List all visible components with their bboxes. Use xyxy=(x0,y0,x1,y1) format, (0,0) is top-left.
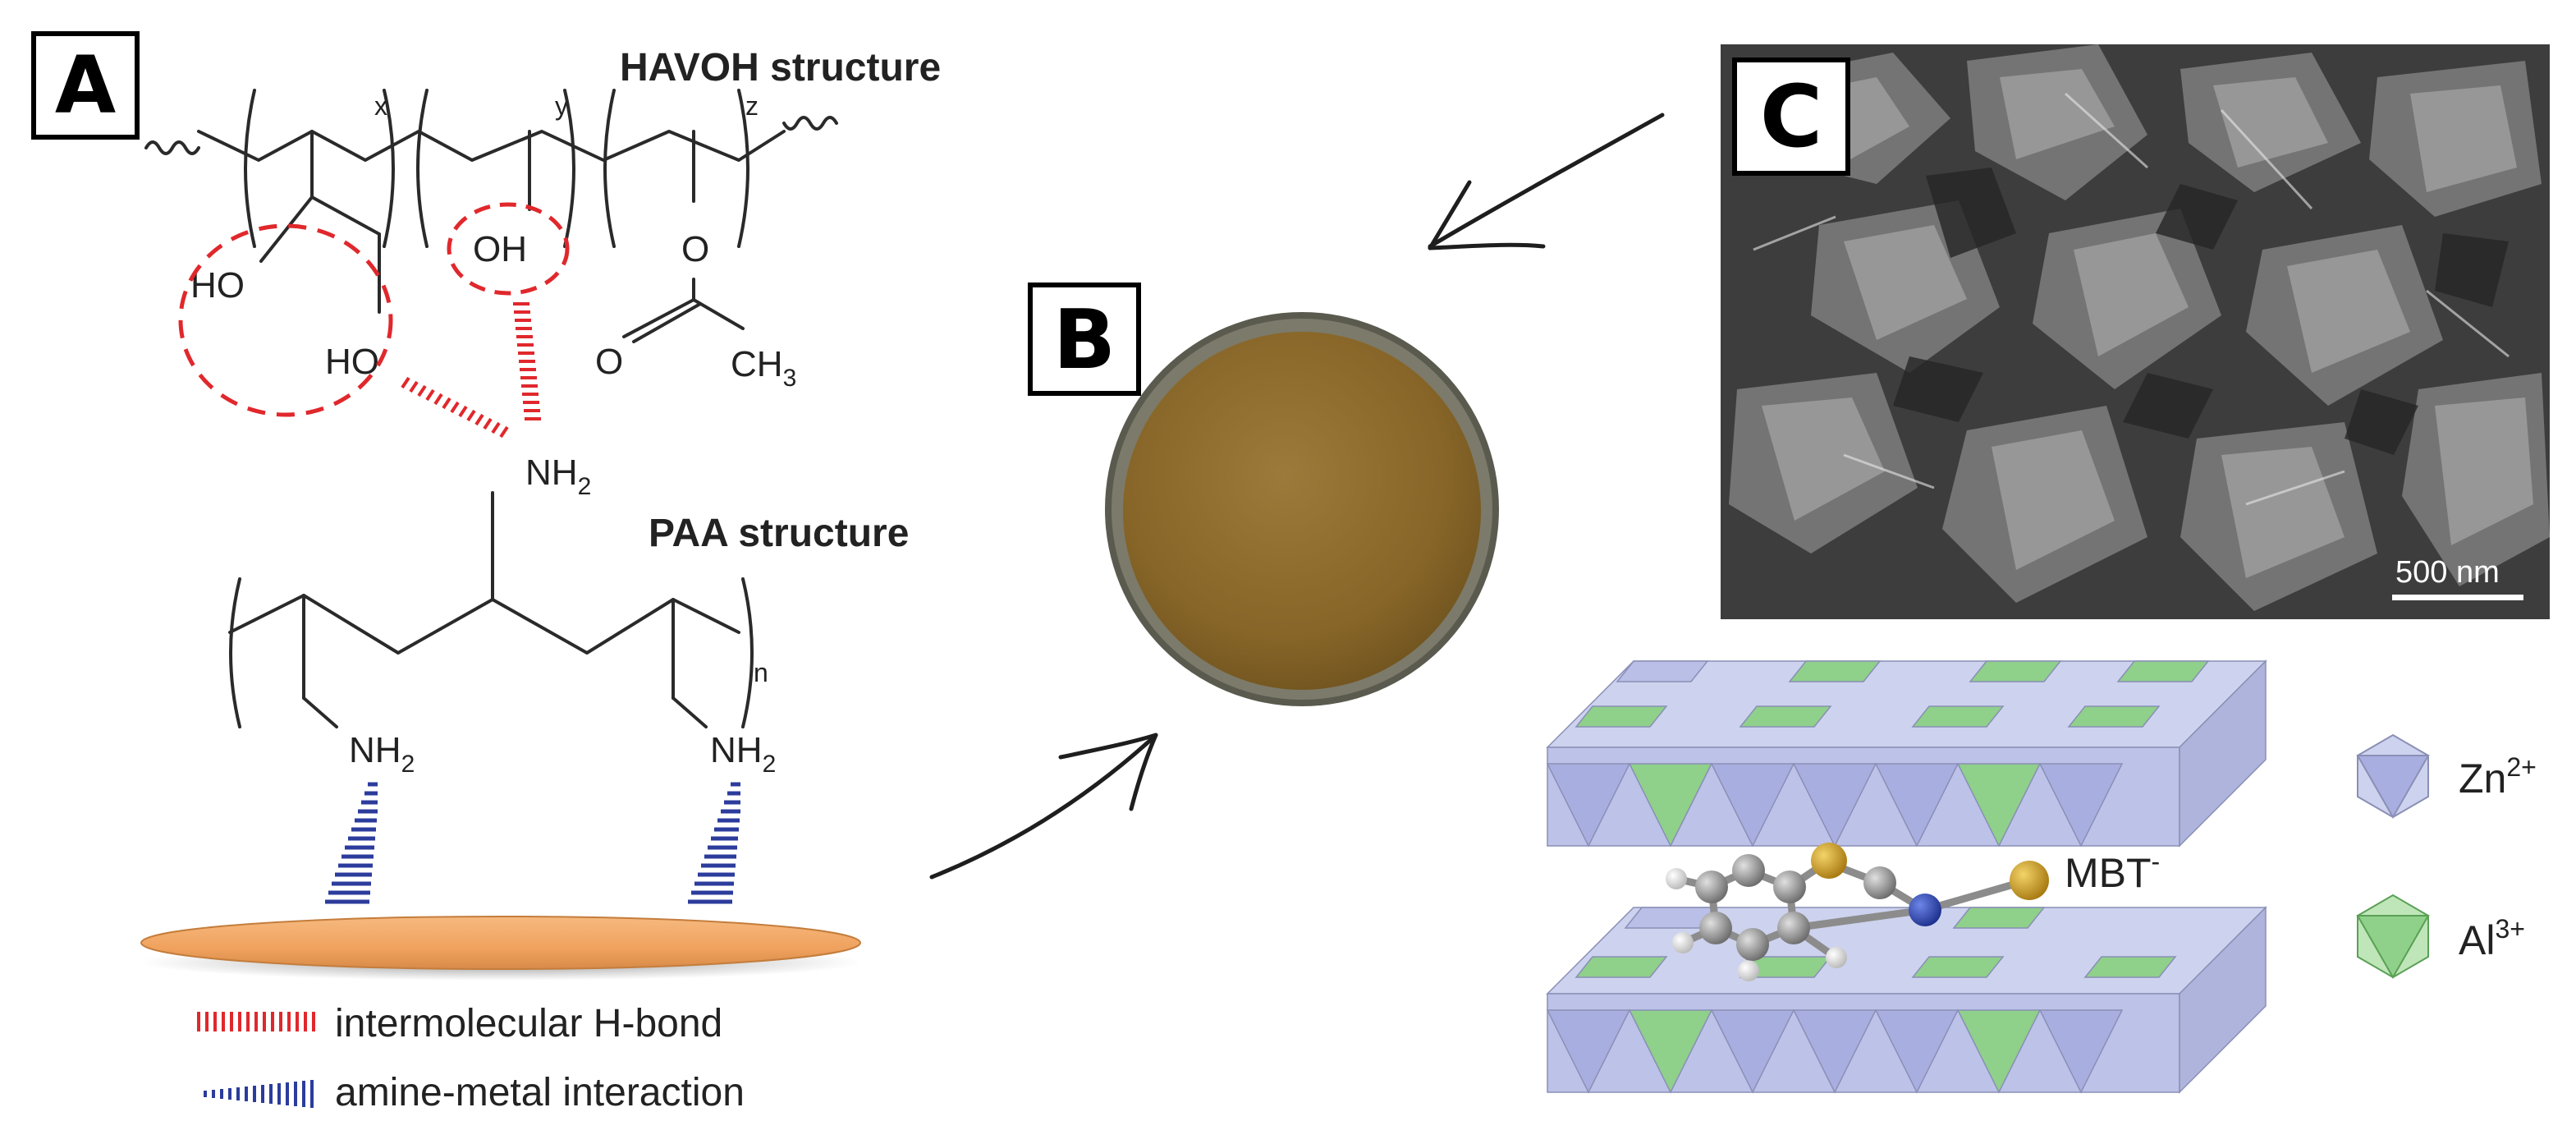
havoh-structure xyxy=(144,89,838,343)
hydroxyl-highlight-oh xyxy=(447,202,570,296)
subscript-z: z xyxy=(745,91,759,121)
amine-metal-hatch-right xyxy=(688,782,740,904)
havoh-title: HAVOH structure xyxy=(620,46,941,90)
methyl-label: CH3 xyxy=(731,344,796,392)
paa-nh2-left: NH2 xyxy=(349,730,415,778)
metal-substrate xyxy=(140,916,861,970)
zn-octahedron-icon xyxy=(2356,733,2430,820)
amine-metal-hatch-left xyxy=(325,782,378,904)
hydroxyl-highlight-diol xyxy=(178,223,393,417)
panel-label-b: B xyxy=(1028,283,1141,396)
hydrogen-atom xyxy=(1738,960,1759,981)
carbon-atom xyxy=(1695,871,1728,903)
subscript-y: y xyxy=(555,91,568,121)
hydrogen-atom xyxy=(1826,947,1847,968)
ldh-lower-top-tiles xyxy=(1574,907,2177,978)
paa-repeat-n: n xyxy=(754,658,768,687)
legend-amine-label: amine-metal interaction xyxy=(335,1071,745,1114)
carbon-atom xyxy=(1773,871,1806,903)
subscript-x: x xyxy=(374,91,387,121)
arrow-c-to-b xyxy=(1428,113,1665,250)
hbond-hatch-2 xyxy=(513,302,541,420)
hbond-hatch-1 xyxy=(401,376,509,439)
sulfur-atom xyxy=(1811,843,1847,879)
sem-micrograph: 500 nm xyxy=(1721,44,2550,619)
legend-hbond-label: intermolecular H-bond xyxy=(335,1002,722,1045)
hydrogen-atom xyxy=(1672,932,1694,953)
carbon-atom xyxy=(1732,854,1765,887)
sem-scale-bar xyxy=(2392,595,2523,600)
panel-label-a: A xyxy=(31,31,140,140)
panel-label-c: C xyxy=(1732,57,1850,176)
carbon-atom xyxy=(1777,912,1810,944)
al-octahedron-icon xyxy=(2356,894,2430,980)
ldh-lower-front-octahedra xyxy=(1546,1009,2124,1094)
paa-title: PAA structure xyxy=(649,512,909,555)
paa-nh2-side: NH2 xyxy=(525,453,591,500)
legend-amine-swatch xyxy=(204,1080,314,1108)
paa-structure xyxy=(228,491,754,728)
al-legend-label: Al3+ xyxy=(2459,914,2525,963)
ester-oxygen-label: O xyxy=(681,229,709,269)
carbon-atom xyxy=(1863,866,1896,899)
sulfur-atom xyxy=(2010,861,2049,900)
mbt-molecule xyxy=(1666,843,2049,981)
carbon-atom xyxy=(1699,912,1732,944)
arrow-a-to-b xyxy=(929,733,1158,880)
sem-scale-label: 500 nm xyxy=(2395,555,2500,590)
carbon-atom xyxy=(1736,928,1769,961)
carbonyl-oxygen-label: O xyxy=(595,342,623,382)
coated-disk xyxy=(1123,332,1481,690)
sem-texture xyxy=(1721,44,2550,619)
nitrogen-atom xyxy=(1909,894,1941,926)
mbt-label: MBT- xyxy=(2065,847,2160,896)
ldh-upper-top-tiles xyxy=(1574,660,2210,728)
hydroxyl-label-top: HO xyxy=(190,265,245,306)
hydroxyl-label-oh: OH xyxy=(473,229,527,269)
ldh-upper-front-octahedra xyxy=(1546,763,2124,848)
zn-legend-label: Zn2+ xyxy=(2459,752,2537,802)
hydrogen-atom xyxy=(1666,868,1687,889)
paa-nh2-right: NH2 xyxy=(710,730,776,778)
legend-hbond-swatch xyxy=(197,1012,315,1031)
